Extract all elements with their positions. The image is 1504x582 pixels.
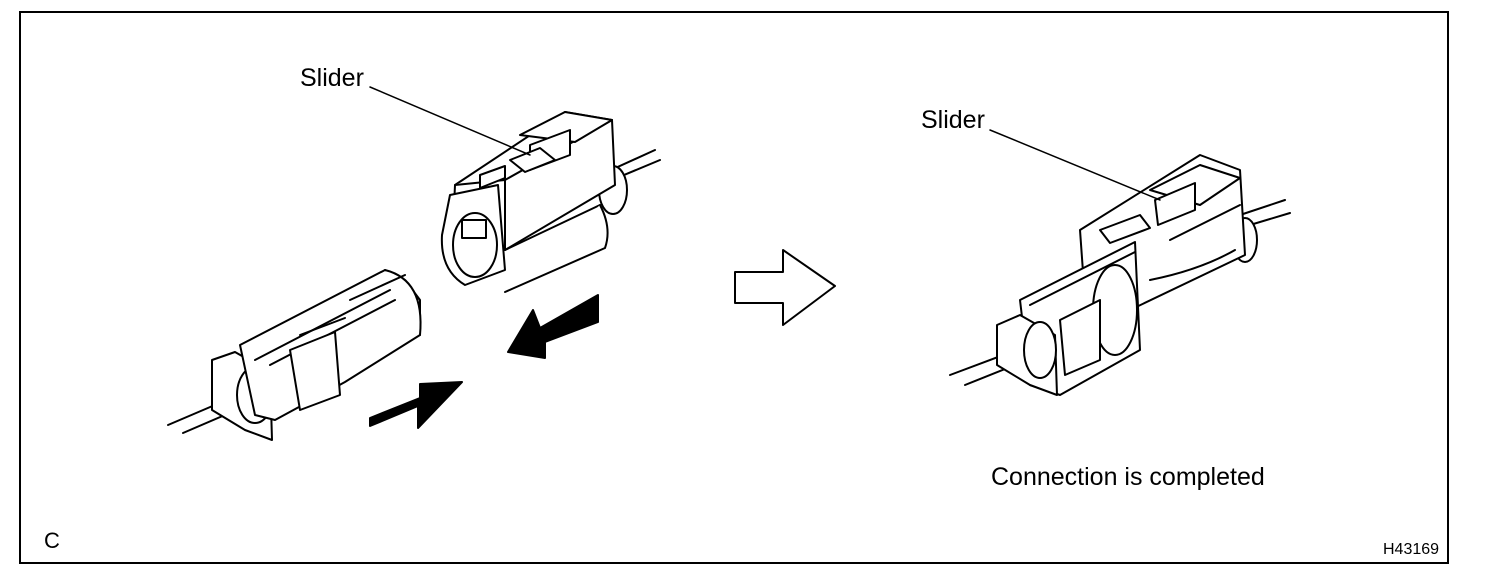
- figure-code: H43169: [1383, 541, 1440, 558]
- slider-label-left: Slider: [300, 64, 364, 92]
- figure-frame: [19, 11, 1449, 564]
- transition-arrow: [734, 249, 836, 326]
- female-connector-housing: [440, 111, 661, 293]
- slider-leader-right: [989, 129, 1161, 201]
- slider-label-right: Slider: [921, 106, 985, 134]
- connected-assembly: [949, 154, 1291, 396]
- male-connector-housing: [167, 269, 422, 441]
- push-arrow-upper: [507, 294, 599, 359]
- panel-letter: C: [44, 528, 60, 553]
- slider-leader-left: [369, 86, 531, 156]
- push-arrow-lower: [369, 381, 463, 429]
- connection-caption: Connection is completed: [991, 463, 1265, 491]
